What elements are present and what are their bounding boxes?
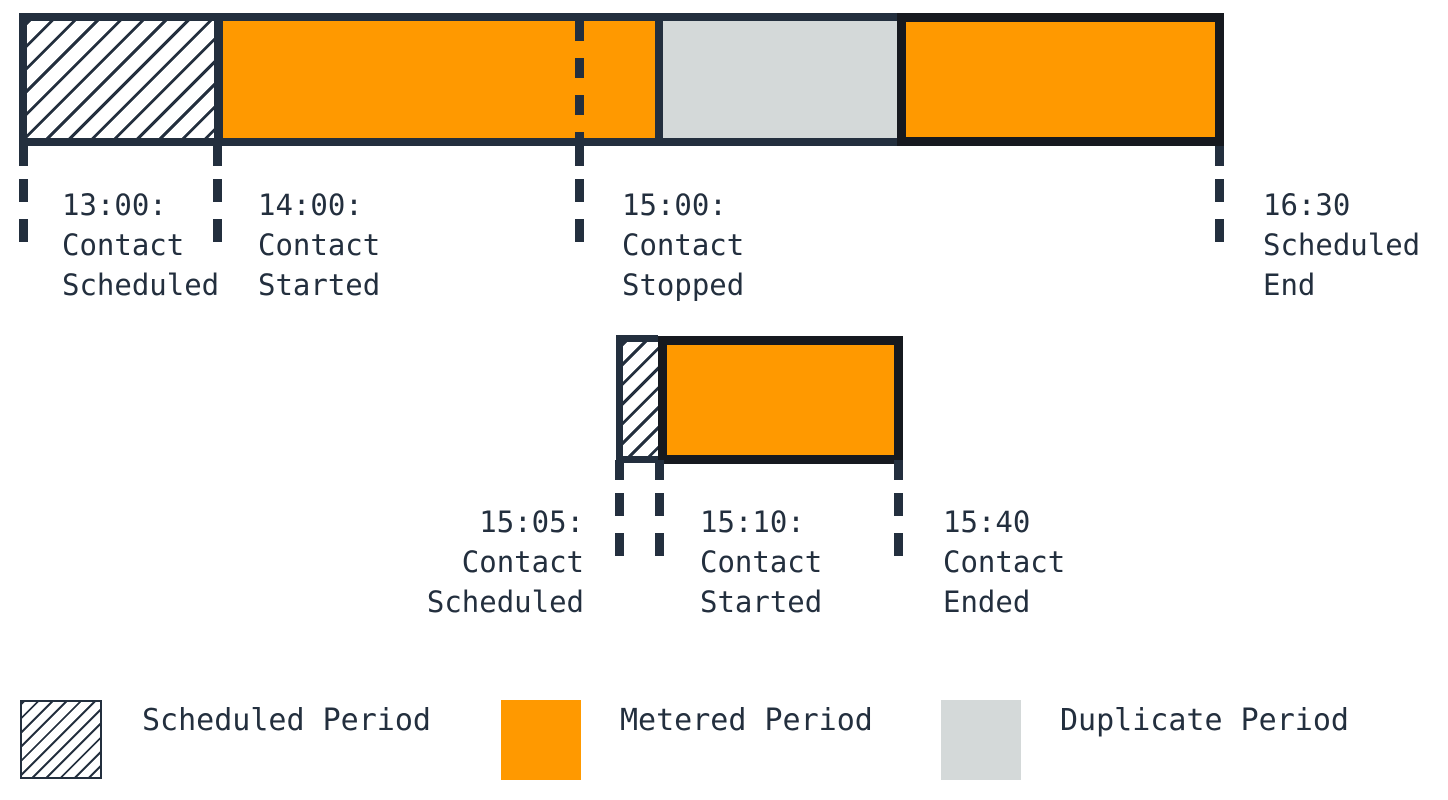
- marker-label-15-10: 15:10: Contact Started: [700, 505, 823, 619]
- marker-label-15-00: 15:00: Contact Stopped: [622, 188, 745, 302]
- marker-label-15-05: 15:05: Contact Scheduled: [426, 505, 584, 619]
- marker-label-16-30: 16:30 Scheduled End: [1263, 188, 1421, 302]
- tick-15-00: [575, 146, 584, 256]
- tick-14-00: [213, 146, 222, 256]
- tick-15-05: [615, 460, 624, 570]
- tick-15-40: [894, 460, 903, 570]
- tick-13-00: [19, 146, 28, 256]
- marker-label-13-00: 13:00: Contact Scheduled: [62, 188, 220, 302]
- scheduled-period-segment: [27, 21, 214, 138]
- tick-15-10: [655, 460, 664, 570]
- segment-divider: [214, 21, 223, 138]
- tick-16-30: [1215, 146, 1224, 256]
- metered-after-duplicate-segment: [897, 13, 1224, 146]
- metered-period-segment-bottom: [658, 336, 903, 464]
- metered-period-segment: [223, 21, 655, 138]
- duplicate-period-segment: [663, 21, 897, 138]
- scheduled-period-swatch: [20, 700, 102, 779]
- marker-label-14-00: 14:00: Contact Started: [258, 188, 381, 302]
- scheduled-period-segment-bottom: [616, 335, 658, 463]
- duplicate-period-swatch: [941, 700, 1021, 780]
- contact-stopped-dashed-line: [575, 21, 584, 138]
- segment-divider: [655, 21, 663, 138]
- legend-label-scheduled: Scheduled Period: [142, 703, 431, 738]
- metered-period-swatch: [501, 700, 581, 780]
- marker-label-15-40: 15:40 Contact Ended: [943, 505, 1066, 619]
- legend-label-duplicate: Duplicate Period: [1060, 703, 1349, 738]
- legend-label-metered: Metered Period: [620, 703, 873, 738]
